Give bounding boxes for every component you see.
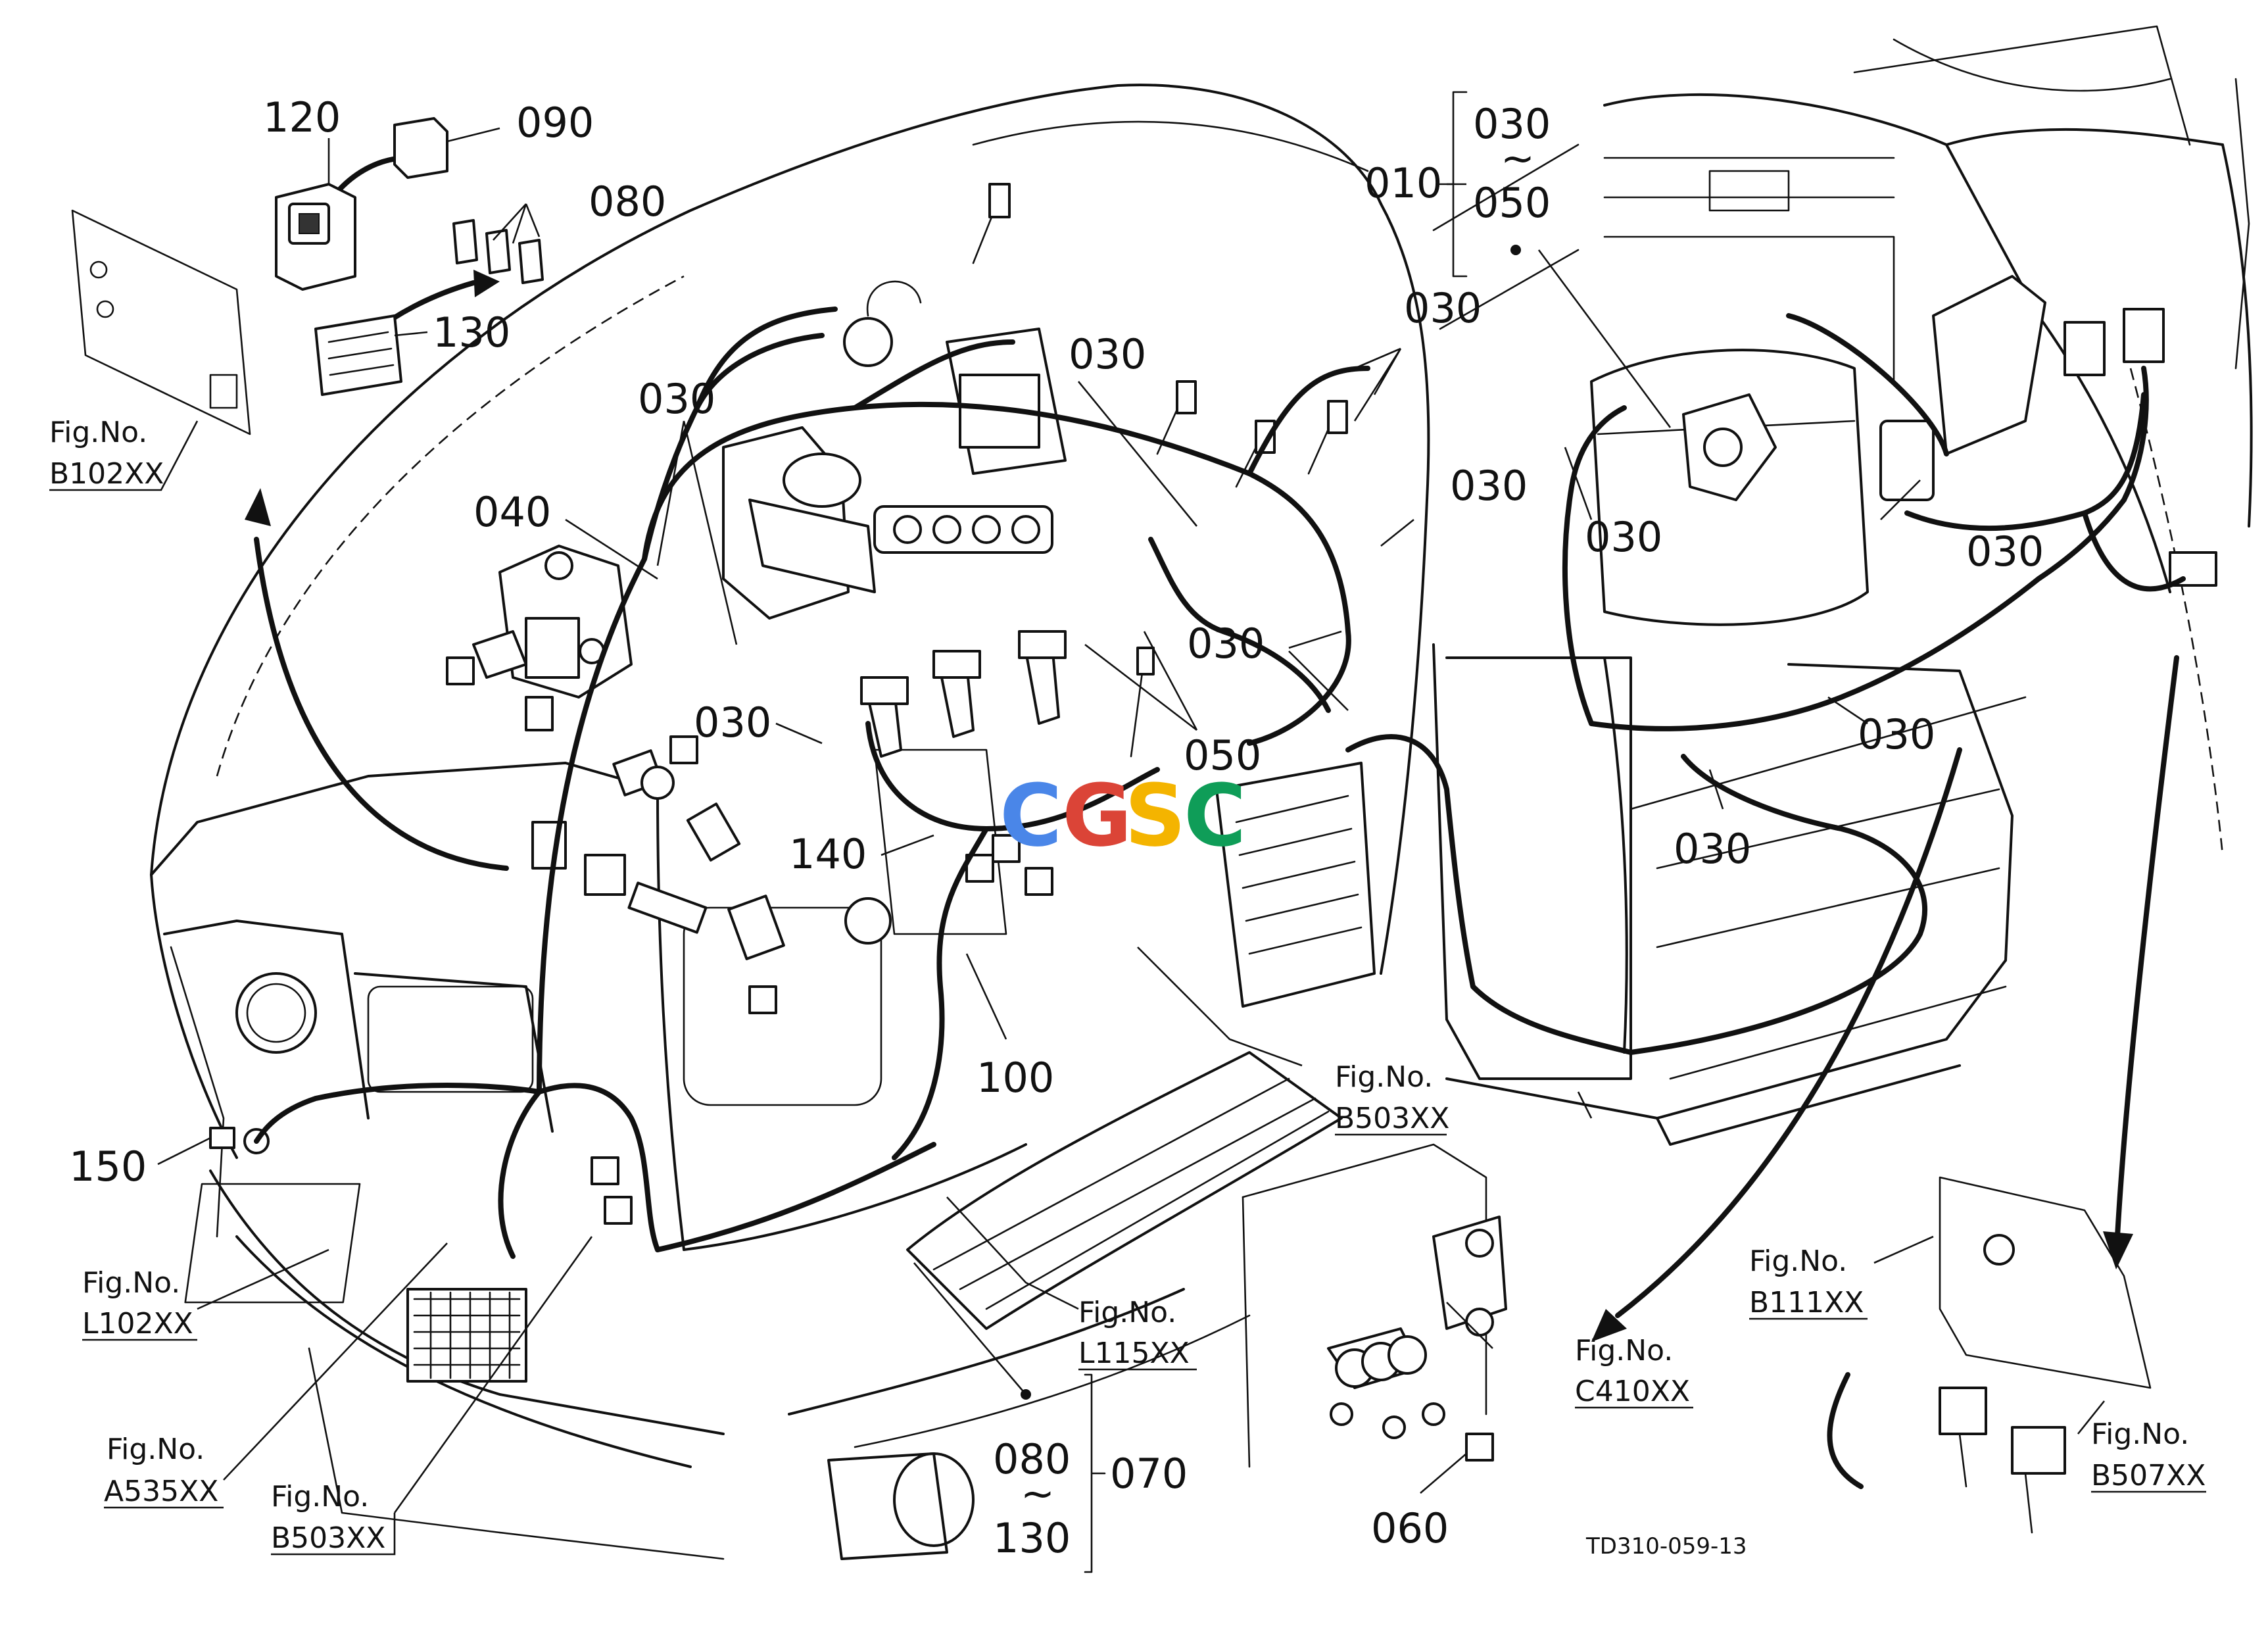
- battery-grid: [413, 1291, 521, 1379]
- fig-label-b507: Fig.No.: [2091, 1417, 2189, 1451]
- fig-label-a535: Fig.No.: [107, 1433, 205, 1466]
- callout-030-range-start: 030: [1473, 100, 1551, 148]
- callout-030: 030: [1450, 462, 1528, 510]
- engine-components: [209, 183, 2217, 1534]
- fuse-box-icon: [314, 314, 402, 396]
- callout-130-top: 130: [433, 308, 510, 356]
- sensor-icon: [612, 735, 892, 1014]
- watermark-letter-2: G: [1062, 766, 1132, 866]
- fig-ref-b503b: B503XX: [1335, 1102, 1449, 1135]
- fig-label-l102: Fig.No.: [82, 1266, 180, 1300]
- fig-ref-a535: A535XX: [104, 1475, 218, 1508]
- callout-100: 100: [977, 1054, 1054, 1102]
- callout-tilde-top: ~: [1501, 134, 1535, 182]
- leader-lines: [157, 91, 2106, 1573]
- watermark-letter-1: C: [1000, 766, 1062, 866]
- wiring-harness-icon: [254, 307, 2186, 1259]
- fig-label-b503a: Fig.No.: [271, 1480, 369, 1513]
- fig-label-b102: Fig.No.: [49, 416, 147, 449]
- drawing-number: TD310-059-13: [1585, 1533, 1747, 1560]
- callout-090: 090: [516, 99, 594, 147]
- fig-ref-l115: L115XX: [1078, 1337, 1190, 1370]
- switch-assembly: [1939, 1176, 2152, 1534]
- callout-070: 070: [1110, 1450, 1188, 1498]
- callout-130-bottom: 130: [993, 1514, 1071, 1562]
- watermark-letter-3: S: [1124, 766, 1186, 866]
- callout-tilde-bottom: ~: [1021, 1469, 1055, 1517]
- fig-ref-b503a: B503XX: [271, 1521, 385, 1555]
- injector-icon: [860, 630, 1067, 758]
- fig-label-l115: Fig.No.: [1078, 1296, 1176, 1329]
- callout-030: 030: [1966, 528, 2044, 576]
- callout-030: 030: [1585, 513, 1662, 561]
- callout-050-range-end: 050: [1473, 179, 1551, 227]
- callout-030: 030: [694, 699, 771, 747]
- valve-block-icon: [446, 545, 633, 731]
- exhaust-muffler: [906, 762, 1376, 1330]
- tractor-body-outline: [150, 25, 2253, 1560]
- fig-ref-b507: B507XX: [2091, 1459, 2206, 1492]
- fig-ref-b102: B102XX: [49, 457, 164, 491]
- callout-080-top: 080: [589, 178, 666, 226]
- callout-030: 030: [1187, 620, 1265, 668]
- callout-030: 030: [1674, 825, 1751, 873]
- fuel-pump-icon: [722, 280, 1067, 620]
- glow-plug-icon: [972, 183, 1348, 758]
- callout-060: 060: [1371, 1504, 1449, 1552]
- relay-small-icon: [393, 117, 448, 179]
- fig-label-b111: Fig.No.: [1749, 1244, 1847, 1278]
- callout-030: 030: [1858, 710, 1935, 758]
- callout-010: 010: [1364, 159, 1442, 207]
- fig-ref-l102: L102XX: [82, 1307, 193, 1340]
- callout-150: 150: [69, 1143, 147, 1191]
- relay-icon: [275, 183, 356, 291]
- fig-label-c410: Fig.No.: [1575, 1334, 1673, 1367]
- figure-refs: Fig.No. B102XX Fig.No. L102XX Fig.No. A5…: [49, 416, 2206, 1556]
- fig-ref-c410: C410XX: [1575, 1375, 1690, 1408]
- callout-080-bottom: 080: [993, 1435, 1071, 1483]
- callout-030: 030: [1404, 284, 1482, 332]
- callout-120: 120: [263, 93, 341, 141]
- callout-140: 140: [789, 830, 867, 878]
- fuse-icon: [452, 219, 544, 284]
- bracket-assembly: [1242, 1143, 1507, 1468]
- callout-030: 030: [638, 375, 715, 423]
- watermark-letter-4: C: [1184, 766, 1246, 866]
- watermark: C G S C: [1000, 766, 1246, 866]
- ecu-icon: [1682, 275, 2217, 587]
- fig-ref-b111: B111XX: [1749, 1286, 1864, 1319]
- fuse-relay-inset: [71, 117, 544, 435]
- fig-label-b503b: Fig.No.: [1335, 1060, 1433, 1094]
- connector-icon: [531, 821, 1053, 1225]
- callout-030: 030: [1069, 330, 1146, 378]
- callouts: 120 090 080 130 010 030 ~ 050 030 040 03…: [69, 93, 2044, 1562]
- callout-040: 040: [473, 488, 551, 536]
- callout-050: 050: [1184, 731, 1261, 779]
